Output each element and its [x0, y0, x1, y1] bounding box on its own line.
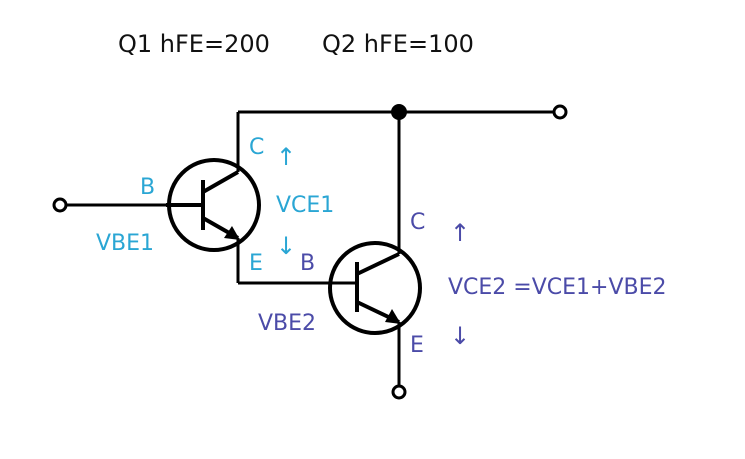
base-terminal [52, 197, 68, 213]
q2-vce-arrow-down: ↓ [450, 322, 470, 350]
q2-hfe-label: Q2 hFE=100 [322, 30, 474, 58]
q1-labels: C ↑ B VCE1 ↓ VBE1 [96, 135, 334, 260]
q2-collector-label: C [410, 210, 425, 235]
collector-terminal [552, 104, 568, 120]
q2-emitter-label: E [410, 333, 424, 358]
q2-vce-arrow-up: ↑ [450, 219, 470, 247]
q2-body [328, 241, 422, 335]
q1-vce-arrow-down: ↓ [276, 232, 296, 260]
q1-hfe-label: Q1 hFE=200 [118, 30, 270, 58]
q2-vbe-label: VBE2 [258, 311, 316, 336]
q1-vbe-label: VBE1 [96, 231, 154, 256]
q1-base-label: B [140, 175, 155, 200]
q2-labels: B C ↑ VCE2 =VCE1+VBE2 VBE2 E ↓ [258, 210, 667, 358]
q1-vce-arrow-up: ↑ [276, 143, 296, 171]
q1-transistor [166, 158, 261, 252]
q1-vce-label: VCE1 [276, 193, 334, 218]
q1-collector-label: C [249, 135, 264, 160]
q2-transistor [328, 241, 422, 335]
q2-emitter-arrow [385, 309, 401, 324]
q1-collector-lead [202, 170, 239, 194]
q2-vce-equation: VCE2 =VCE1+VBE2 [448, 275, 667, 300]
q2-collector-lead [356, 252, 400, 276]
q1-emitter-arrow [224, 226, 240, 240]
emitter-terminal [391, 384, 407, 400]
q1-emitter-label: E [249, 251, 263, 276]
junction-dot [391, 104, 407, 120]
q2-base-label: B [300, 251, 315, 276]
